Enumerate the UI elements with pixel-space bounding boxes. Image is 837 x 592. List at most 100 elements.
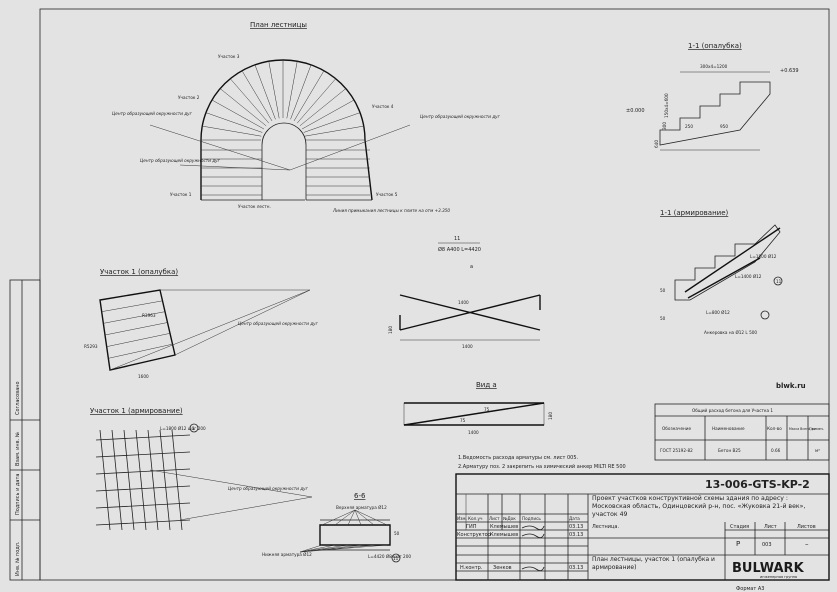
plan-label-center-mid: Центр образующей окружности дуг — [140, 158, 221, 163]
tb-sheets: – — [805, 540, 809, 548]
formwork-dim-top: 300х4=1200 — [700, 64, 728, 69]
plan-step-line — [304, 125, 364, 137]
tb-object: Лестница. — [592, 524, 619, 530]
note-1: 1.Ведомость расхода арматуры см. лист 00… — [458, 455, 579, 461]
detail-11-num: 11 — [454, 236, 460, 242]
view-a-d4: 180 — [548, 412, 553, 420]
tb-col-doc: №Док — [503, 516, 516, 521]
concrete-col-4: Масса Всего, кг. — [789, 427, 816, 431]
view-a-title: Вид а — [476, 381, 497, 389]
plan-label-uch1: Участок 1 — [170, 192, 192, 197]
section-66-leader — [354, 509, 362, 526]
section-66-leader — [354, 509, 375, 526]
formwork-dim-300: 300 — [662, 122, 667, 130]
uch1-reinf-pos: 1 — [192, 426, 195, 431]
concrete-table-title: Общий расход бетона для Участка 1 — [692, 408, 773, 413]
uch1-formwork-d1: R5293 — [84, 344, 98, 349]
rebar-longitudinal — [147, 429, 159, 531]
title-block: 13-006-GTS-KP-2 Проект участков конструк… — [455, 473, 830, 581]
title-block-code: 13-006-GTS-KP-2 — [705, 478, 810, 491]
tb-col-izm: Изм. — [457, 516, 467, 521]
tb-role-3: Н.контр. — [460, 565, 483, 571]
rebar-transverse — [95, 519, 191, 526]
plan-step-line — [301, 99, 355, 130]
watermark: blwk.ru — [776, 382, 806, 390]
formwork-mark-zero: ±0.000 — [626, 108, 645, 114]
plan-step-line — [220, 88, 267, 127]
section-66-pos: 11 — [393, 556, 399, 561]
formwork-dim-250: 250 — [685, 124, 693, 129]
concrete-col-2: Наименование — [712, 426, 745, 431]
plan-step-line — [254, 64, 276, 120]
plan-label-center-left: Центр образующей окружности дуг — [112, 111, 193, 116]
formwork-step-line — [101, 300, 163, 312]
plan-label-uch5: Участок 5 — [376, 192, 398, 197]
signature-1 — [521, 525, 545, 530]
reinf-note-4: Анкеровка на Ø12 L 500 — [704, 330, 757, 335]
rebar-transverse — [95, 468, 191, 475]
signature-3 — [521, 566, 545, 571]
rebar-longitudinal — [159, 429, 171, 531]
bar-detail-11: 11 Ø8 А400 L=4420 а 1400 1400 180 — [388, 236, 541, 349]
concrete-col-5: Примеч. — [809, 427, 824, 431]
detail-11-dim-bottom: 1400 — [462, 344, 473, 349]
section-66-leader — [299, 544, 388, 553]
bulwark-logo: BULWARK — [732, 561, 805, 576]
formwork-dim-640: 640 — [654, 140, 659, 148]
uch1-reinf-note: L=1800 Ø12 шаг 200 — [160, 426, 206, 431]
concrete-col-3: Кол-во — [767, 426, 782, 431]
side-stamp-agreed: Согласовано — [15, 381, 21, 415]
tb-date-2: 03.13 — [569, 532, 583, 538]
concrete-cell-2: Бетон В25 — [718, 448, 741, 453]
section-66-leader — [321, 509, 356, 526]
uch1-reinf-center: Центр образующей окружности дуг — [228, 486, 309, 491]
format-label: Формат А3 — [736, 586, 764, 592]
reinf-dim-50b: 50 — [660, 316, 666, 321]
view-a-d3: 1400 — [468, 430, 479, 435]
section-11-reinf-title: 1-1 (армирование) — [660, 209, 729, 217]
tb-col-sign: Подпись — [522, 516, 541, 521]
concrete-cell-3: 0.66 — [771, 448, 781, 453]
reinf-pos-11: 11 — [776, 279, 782, 284]
section-66-bottom-note: Нижняя арматура Ø12 — [262, 552, 312, 557]
section-66-top-note: Верхняя арматура Ø12 — [336, 505, 387, 510]
section-11-formwork-title: 1-1 (опалубка) — [688, 42, 742, 50]
tb-stage-head: Стадия — [730, 524, 749, 530]
section-11-formwork: 1-1 (опалубка) 300х4=1200 +0.639 ±0.000 … — [626, 42, 799, 151]
uch1-formwork-title: Участок 1 (опалубка) — [100, 268, 178, 276]
rebar-longitudinal — [135, 429, 147, 531]
plan-label-upper-level: Линия примыкания лестницы к плите на отм… — [332, 208, 450, 213]
formwork-step-line — [103, 311, 166, 324]
tb-drawing: План лестницы, участок 1 (опалубка и арм… — [592, 556, 715, 571]
plan-label-uch4: Участок 4 — [372, 104, 394, 109]
tb-role-2: Конструктор — [457, 532, 491, 538]
formwork-step-line — [104, 322, 168, 336]
plan-step-line — [286, 61, 298, 119]
reinf-note-2: L=1400 Ø12 — [735, 274, 762, 279]
rebar-transverse — [95, 485, 191, 492]
tb-date-1: 03.13 — [569, 524, 583, 530]
view-a-d1: 75 — [484, 407, 490, 412]
side-stamp — [9, 279, 41, 581]
detail-11-formula: Ø8 А400 L=4420 — [438, 246, 481, 253]
section-66-leader — [299, 544, 323, 553]
rebar-transverse — [95, 502, 191, 509]
section-66-leader — [347, 509, 356, 526]
plan-label-center-right: Центр образующей окружности дуг — [420, 114, 501, 119]
section-66-leader — [334, 509, 356, 526]
view-a-d2: 75 — [460, 418, 466, 423]
rebar-transverse — [95, 451, 191, 458]
note-2: 2.Арматуру поз. 2 закрепить на химически… — [458, 463, 626, 470]
plan-step-line — [290, 64, 312, 120]
tb-col-list: Лист — [489, 516, 500, 521]
rebar-longitudinal — [171, 429, 183, 531]
uch1-formwork-center: Центр образующей окружности дуг — [238, 321, 319, 326]
section-11-reinforcement: 1-1 (армирование) 11 L=1800 Ø12 L=1400 Ø… — [660, 209, 783, 335]
plan-step-line — [303, 112, 361, 133]
rebar-transverse — [95, 434, 191, 441]
section-66-leader — [354, 509, 388, 526]
section-66-right-note: L=4420 Ø8 шаг 200 — [368, 554, 411, 559]
formwork-mark-top: +0.639 — [780, 68, 799, 74]
tb-name-3: Зенков — [493, 565, 512, 571]
detail-11-dim-top: 1400 — [458, 300, 469, 305]
